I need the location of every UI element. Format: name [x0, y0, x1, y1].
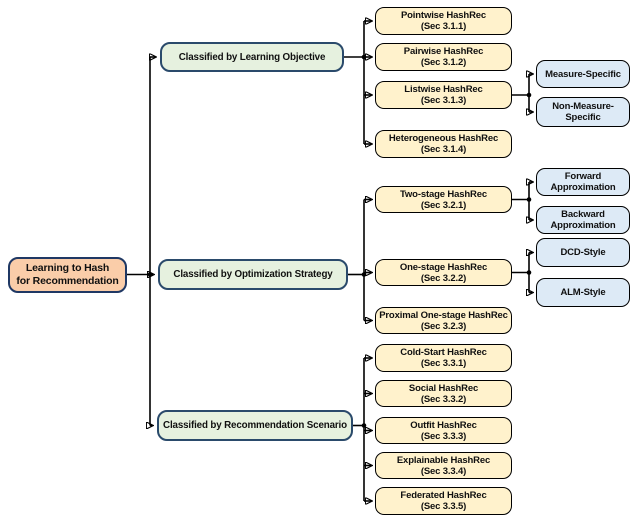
- subleaf-label: Measure-Specific: [545, 68, 621, 80]
- leaf-listwise-hashrec: Listwise HashRec (Sec 3.1.3): [375, 81, 512, 109]
- leaf-section: (Sec 3.1.2): [420, 57, 467, 68]
- leaf-section: (Sec 3.3.5): [420, 501, 467, 512]
- subleaf-non-measure-specific: Non-Measure- Specific: [536, 97, 630, 127]
- branch-learning-objective: Classified by Learning Objective: [160, 42, 344, 72]
- leaf-outfit-hashrec: Outfit HashRec (Sec 3.3.3): [375, 417, 512, 444]
- root-node: Learning to Hash for Recommendation: [8, 257, 127, 293]
- leaf-heterogeneous-hashrec: Heterogeneous HashRec (Sec 3.1.4): [375, 130, 512, 158]
- connector-optimization-strategy: [348, 200, 371, 321]
- branch-label: Classified by Recommendation Scenario: [163, 420, 347, 431]
- leaf-section: (Sec 3.3.4): [420, 465, 467, 477]
- subleaf-forward-approximation: Forward Approximation: [536, 168, 630, 196]
- leaf-title: Social HashRec: [408, 382, 479, 394]
- leaf-proximal-one-stage-hashrec: Proximal One-stage HashRec (Sec 3.2.3): [375, 307, 512, 334]
- subleaf-label: Non-Measure- Specific: [552, 101, 614, 123]
- leaf-title: Two-stage HashRec: [399, 188, 488, 200]
- leaf-section: (Sec 3.2.2): [420, 272, 467, 284]
- subleaf-label: DCD-Style: [560, 247, 606, 258]
- leaf-section: (Sec 3.1.1): [420, 21, 467, 32]
- leaf-section: (Sec 3.3.2): [420, 393, 467, 405]
- leaf-explainable-hashrec: Explainable HashRec (Sec 3.3.4): [375, 452, 512, 479]
- leaf-title: Federated HashRec: [400, 490, 487, 501]
- leaf-section: (Sec 3.1.4): [420, 144, 467, 155]
- leaf-section: (Sec 3.1.3): [420, 95, 467, 106]
- branch-label: Classified by Optimization Strategy: [173, 269, 333, 280]
- subleaf-backward-approximation: Backward Approximation: [536, 206, 630, 234]
- leaf-title: Pointwise HashRec: [400, 10, 487, 21]
- leaf-title: Pairwise HashRec: [403, 46, 484, 57]
- leaf-title: Heterogeneous HashRec: [388, 133, 499, 144]
- leaf-section: (Sec 3.3.3): [420, 430, 467, 442]
- leaf-title: Proximal One-stage HashRec: [379, 309, 508, 321]
- leaf-pairwise-hashrec: Pairwise HashRec (Sec 3.1.2): [375, 43, 512, 71]
- branch-recommendation-scenario: Classified by Recommendation Scenario: [157, 410, 353, 441]
- subleaf-label: Forward Approximation: [550, 171, 616, 193]
- leaf-social-hashrec: Social HashRec (Sec 3.3.2): [375, 380, 512, 407]
- connector-recommendation-scenario: [353, 358, 371, 501]
- connector-two-stage-children: [512, 182, 532, 220]
- leaf-two-stage-hashrec: Two-stage HashRec (Sec 3.2.1): [375, 186, 512, 213]
- leaf-section: (Sec 3.2.3): [420, 320, 467, 332]
- leaf-title: Cold-Start HashRec: [400, 347, 487, 358]
- subleaf-dcd-style: DCD-Style: [536, 238, 630, 267]
- connector-learning-objective: [344, 21, 371, 144]
- connector-main-trunk: [127, 57, 155, 426]
- leaf-title: Listwise HashRec: [404, 84, 483, 95]
- leaf-one-stage-hashrec: One-stage HashRec (Sec 3.2.2): [375, 259, 512, 286]
- leaf-pointwise-hashrec: Pointwise HashRec (Sec 3.1.1): [375, 7, 512, 35]
- leaf-federated-hashrec: Federated HashRec (Sec 3.3.5): [375, 487, 512, 515]
- subleaf-measure-specific: Measure-Specific: [536, 60, 630, 88]
- branch-optimization-strategy: Classified by Optimization Strategy: [158, 259, 348, 290]
- leaf-section: (Sec 3.3.1): [420, 358, 467, 369]
- connector-one-stage-children: [512, 253, 532, 293]
- connector-listwise-children: [512, 74, 532, 112]
- leaf-cold-start-hashrec: Cold-Start HashRec (Sec 3.3.1): [375, 344, 512, 372]
- subleaf-label: ALM-Style: [560, 287, 606, 298]
- leaf-title: Outfit HashRec: [410, 419, 477, 431]
- subleaf-alm-style: ALM-Style: [536, 278, 630, 307]
- subleaf-label: Backward Approximation: [550, 209, 616, 231]
- leaf-title: Explainable HashRec: [396, 454, 491, 466]
- branch-label: Classified by Learning Objective: [178, 51, 326, 63]
- leaf-title: One-stage HashRec: [399, 261, 488, 273]
- leaf-section: (Sec 3.2.1): [420, 199, 467, 211]
